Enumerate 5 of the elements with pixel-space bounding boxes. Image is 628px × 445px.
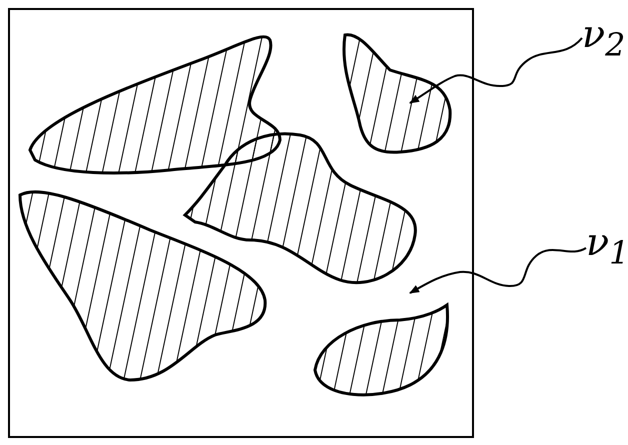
- variable-label: ν$_{1}$: [586, 222, 628, 274]
- leader-arrow: [409, 247, 586, 294]
- leader-arrow: [409, 37, 583, 104]
- square-frame: [8, 8, 474, 438]
- variable-label: ν$_{2}$: [582, 14, 626, 66]
